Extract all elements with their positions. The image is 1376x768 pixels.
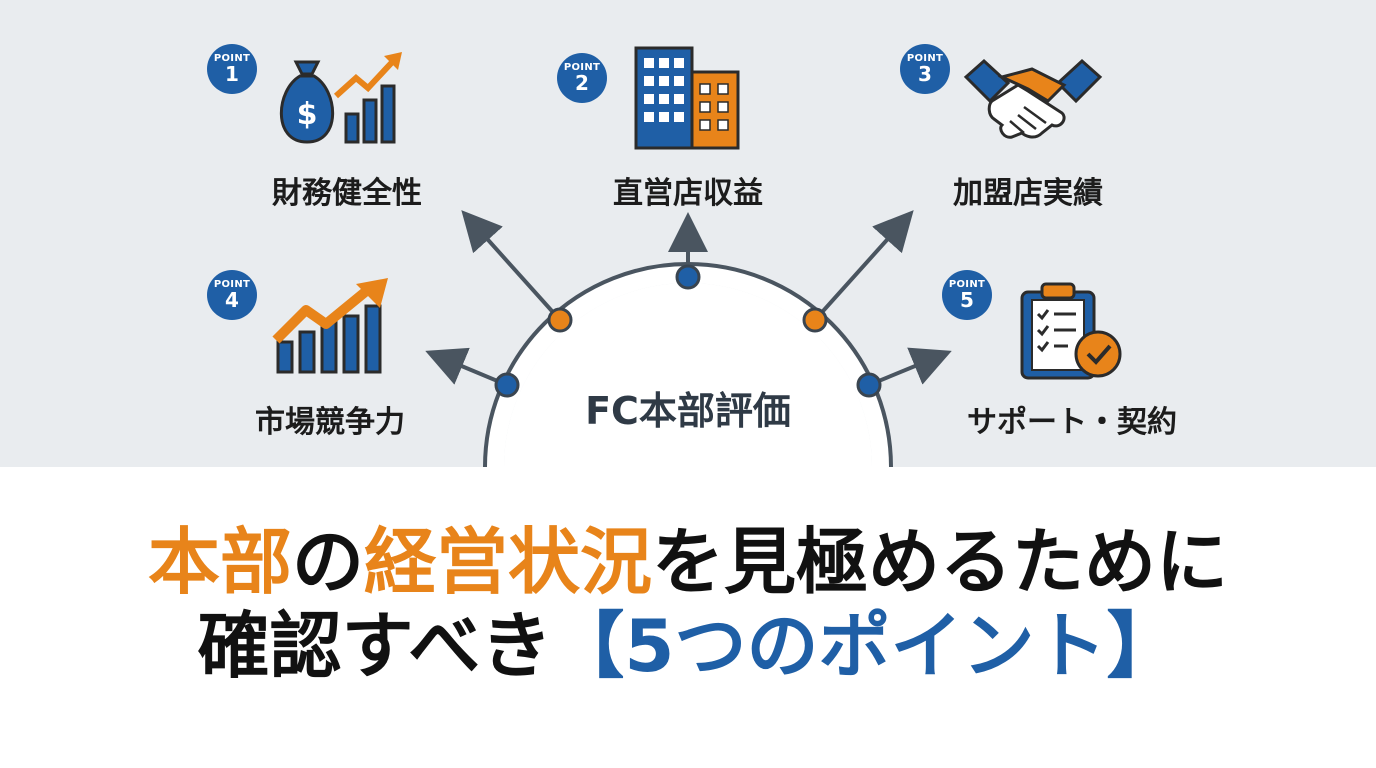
headline-line-2: 確認すべき【5つのポイント】: [0, 604, 1376, 688]
arrow-point-1: [461, 210, 562, 322]
buildings-icon: [634, 46, 740, 150]
checklist-clipboard-icon: [1020, 282, 1122, 380]
svg-text:$: $: [297, 97, 318, 132]
arrow-point-3: [813, 210, 914, 322]
money-bag-growth-icon: $: [279, 52, 402, 144]
growth-chart-icon: [272, 278, 388, 374]
node-point-2: [675, 264, 701, 290]
point-2-label: 直営店収益: [613, 176, 763, 211]
hub-diagram: [425, 210, 952, 467]
handshake-icon: [963, 58, 1103, 139]
point-1-label: 財務健全性: [272, 176, 422, 211]
point-5-label: サポート・契約: [967, 405, 1177, 440]
headline-text-2: 確認すべき: [197, 604, 553, 688]
headline-particle: の: [291, 520, 364, 604]
point-4-label: 市場競争力: [255, 405, 405, 440]
headline-line-1: 本部の経営状況を見極めるために: [0, 520, 1376, 604]
headline: 本部の経営状況を見極めるために 確認すべき【5つのポイント】: [0, 520, 1376, 688]
node-point-1: [547, 307, 573, 333]
node-point-3: [802, 307, 828, 333]
headline-keyword-keiei: 経営状況: [364, 520, 653, 604]
headline-text-1: を見極めるために: [652, 520, 1229, 604]
node-point-4: [494, 372, 520, 398]
headline-keyword-honbu: 本部: [147, 520, 292, 604]
headline-keyword-points: 【5つのポイント】: [552, 604, 1179, 688]
point-3-label: 加盟店実績: [953, 176, 1103, 211]
center-label: FC本部評価: [585, 389, 791, 433]
node-point-5: [856, 372, 882, 398]
